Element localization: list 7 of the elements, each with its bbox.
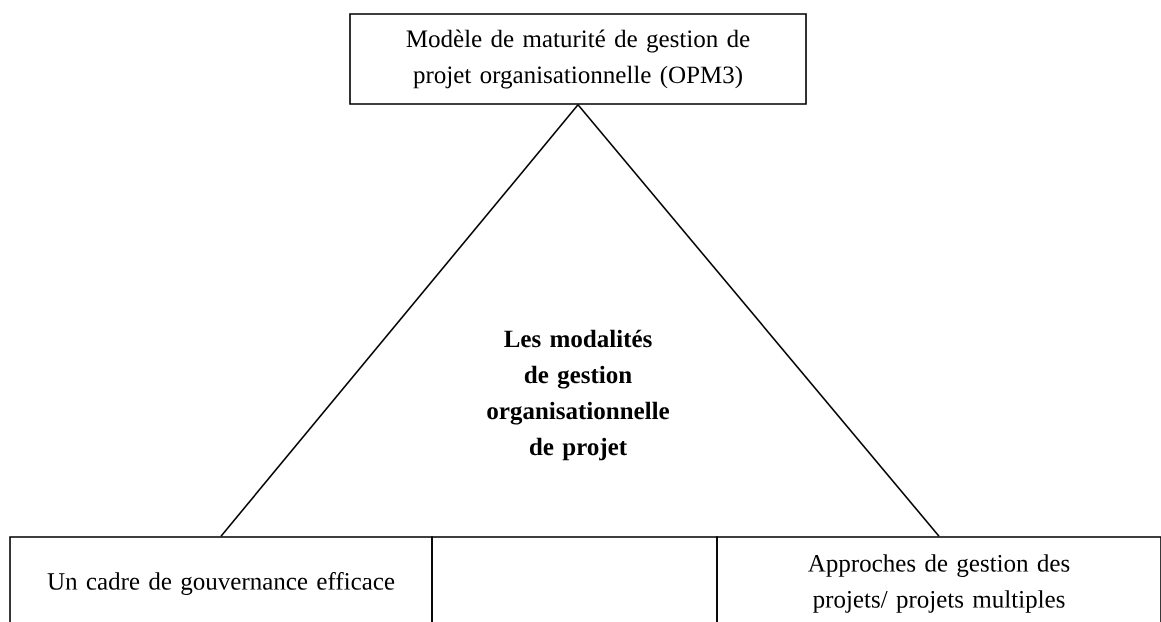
- text-box: Approches de gestion des projets/ projets multiples: [716, 536, 1161, 622]
- text-box: Un cadre de gouvernance efficace: [9, 536, 433, 622]
- empty-box: [431, 536, 718, 622]
- center-heading: Les modalités de gestion organisationnelle de projet: [487, 329, 670, 461]
- connector-line: [577, 104, 940, 537]
- text-box: Modèle de maturité de gestion de projet organisationnelle (OPM3): [349, 13, 807, 105]
- connector-line: [220, 104, 579, 537]
